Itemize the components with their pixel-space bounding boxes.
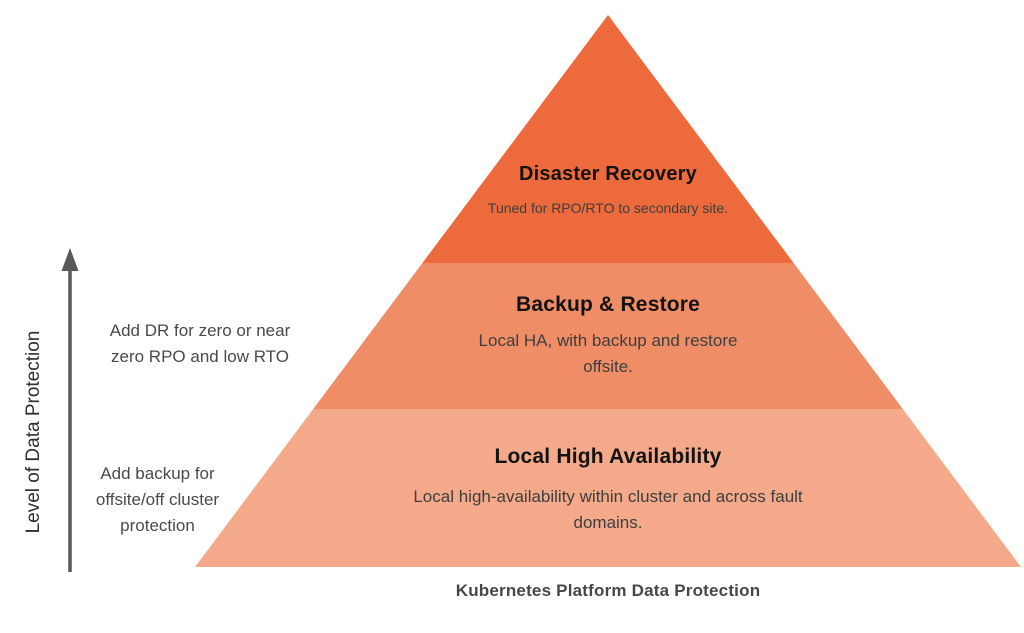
axis-arrow-head-icon — [61, 248, 79, 271]
tier-shape-local-high-availability — [195, 409, 1021, 567]
annotation-add-dr: Add DR for zero or near zero RPO and low… — [109, 321, 291, 366]
annotation-add-backup: Add backup for offsite/off cluster prote… — [95, 464, 220, 535]
tier-description-backup-restore: Local HA, with backup and restore offsit… — [478, 331, 738, 376]
tier-description-disaster-recovery: Tuned for RPO/RTO to secondary site. — [487, 200, 729, 216]
tier-shape-backup-restore — [313, 263, 903, 409]
tier-title-backup-restore: Backup & Restore — [515, 293, 701, 316]
tier-description-local-high-availability: Local high-availability within cluster a… — [413, 487, 803, 532]
axis-label: Level of Data Protection — [23, 330, 44, 534]
tier-title-disaster-recovery: Disaster Recovery — [519, 163, 697, 185]
tier-title-local-high-availability: Local High Availability — [494, 445, 722, 468]
tier-shape-disaster-recovery — [422, 15, 794, 263]
diagram-caption: Kubernetes Platform Data Protection — [455, 581, 761, 600]
